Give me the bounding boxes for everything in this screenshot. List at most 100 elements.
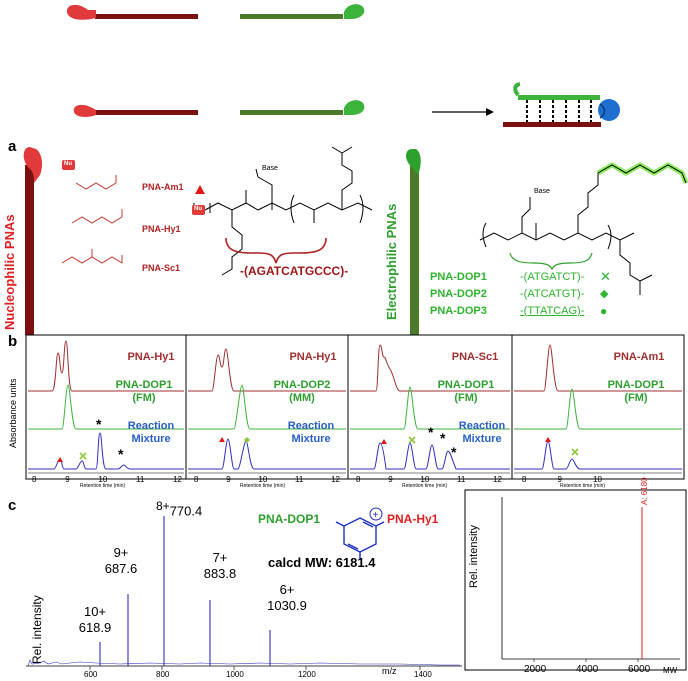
- xtick: 11: [457, 475, 466, 484]
- xtick: 12: [493, 475, 502, 484]
- box4-mid-label: PNA-DOP1(FM): [596, 379, 676, 405]
- electrophile-sequence: -(ATGATCT)-: [520, 270, 585, 283]
- box3-xaxis-caption: Retention time (min): [402, 483, 448, 489]
- nucleophilic-pna-strand-top: [66, 4, 198, 20]
- inset-xtick-4000: 4000: [576, 664, 599, 675]
- panel-c-letter: c: [8, 497, 17, 514]
- ms-xticks: 600 800 1000 1200 1400 m/z: [0, 666, 470, 680]
- xtick: 8: [356, 475, 361, 484]
- box2-xticks: 8 9 10 11 12: [194, 475, 340, 484]
- electrophile-name: PNA-DOP3: [430, 304, 487, 317]
- svg-text:*: *: [451, 444, 457, 460]
- xtick-600: 600: [84, 670, 98, 679]
- xtick-1200: 1200: [298, 670, 316, 679]
- peak-mz: 883.8: [203, 566, 237, 581]
- electrophile-name: PNA-DOP2: [430, 287, 487, 300]
- box1-mid-line1: PNA-DOP1: [115, 379, 173, 391]
- box3-bot-line2: Mixture: [462, 433, 502, 445]
- electrophile-row-dop3: PNA-DOP3 -(TTATCAG)- ●: [430, 302, 680, 319]
- xtick: 9: [226, 475, 231, 484]
- nucleophile-sc1-label: PNA-Sc1: [142, 263, 181, 273]
- peak-mz: 687.6: [104, 561, 138, 576]
- peak-9plus-label: 9+687.6: [96, 545, 146, 577]
- electrophile-list: PNA-DOP1 -(ATGATCT)- ✕ PNA-DOP2 -(ATCATG…: [430, 268, 680, 319]
- nucleophilic-pna-strand-bottom: [73, 104, 198, 117]
- nucleophile-sequence: -(AGATCATGCCC)-: [240, 264, 349, 278]
- xtick-1400: 1400: [414, 670, 432, 679]
- box4-xticks: 8 9 10: [522, 475, 602, 484]
- box1-top-label: PNA-Hy1: [127, 351, 175, 363]
- box2-top-label: PNA-Hy1: [289, 351, 337, 363]
- peak-mz: 1030.9: [267, 598, 307, 613]
- box3-mid-label: PNA-DOP1(FM): [426, 379, 506, 405]
- electrophile-row-dop1: PNA-DOP1 -(ATGATCT)- ✕: [430, 268, 680, 285]
- peak-8plus-label: 8+770.4: [156, 498, 202, 519]
- box3-mid-line2: (FM): [454, 392, 478, 404]
- box1-mid-label: PNA-DOP1(FM): [104, 379, 184, 405]
- inset-xtick-2000: 2000: [524, 664, 547, 675]
- xtick: 8: [32, 475, 37, 484]
- box2-mid-label: PNA-DOP2(MM): [262, 379, 342, 405]
- box2-mid-line2: (MM): [289, 392, 315, 404]
- backbone-base-label: Base: [262, 165, 278, 172]
- svg-text:*: *: [118, 446, 124, 462]
- panel-a-structures: [23, 146, 688, 335]
- ms-xlabel: m/z: [382, 666, 397, 676]
- box3-mid-line1: PNA-DOP1: [437, 379, 495, 391]
- box1-bot-line2: Mixture: [131, 433, 171, 445]
- electrophile-base-label: Base: [534, 188, 550, 195]
- inset-xlabel: MW: [663, 666, 678, 675]
- peak-7plus-label: 7+883.8: [190, 550, 250, 582]
- calcd-mw: calcd MW: 6181.4: [268, 555, 376, 570]
- box1-mid-line2: (FM): [132, 392, 156, 404]
- xtick: 12: [331, 475, 340, 484]
- scheme-diagram: [66, 4, 620, 127]
- electrophilic-pna-strand-top: [240, 4, 365, 19]
- electrophile-sequence: -(ATCATGT)-: [520, 287, 585, 300]
- inset-xtick-6000: 6000: [628, 664, 651, 675]
- svg-text:*: *: [428, 424, 434, 440]
- product-left-label: PNA-DOP1: [258, 512, 321, 526]
- box1-xaxis-caption: Retention time (min): [80, 483, 126, 489]
- reaction-arrow: [432, 108, 494, 116]
- peak-charge: 6+: [279, 582, 295, 597]
- xtick: 10: [258, 475, 268, 484]
- box4-top-label: PNA-Am1: [613, 351, 665, 363]
- peak-charge: 8+: [156, 499, 170, 513]
- xtick: 9: [65, 475, 70, 484]
- mass-spectrum: [26, 516, 462, 670]
- xtick: 9: [557, 475, 562, 484]
- nu-tag-backbone: Nu: [194, 206, 202, 212]
- box4-mid-line2: (FM): [624, 392, 648, 404]
- peak-charge: 10+: [83, 604, 107, 619]
- xtick: 10: [593, 475, 602, 484]
- electrophilic-pnas-title: Electrophilic PNAs: [384, 203, 399, 320]
- xtick: 10: [98, 475, 108, 484]
- nucleophile-am1-label: PNA-Am1: [142, 182, 184, 192]
- box3-xticks: 8 9 10 11 12: [356, 475, 502, 484]
- deconvolution-inset: [464, 489, 687, 671]
- box1-bot-line1: Reaction: [127, 420, 175, 432]
- svg-text:*: *: [440, 430, 446, 446]
- box4-xaxis-caption: Retention time (min): [560, 483, 606, 489]
- xtick: 11: [136, 475, 145, 484]
- product-right-label: PNA-Hy1: [387, 512, 439, 526]
- pyridazinium-structure: +: [335, 507, 385, 560]
- peak-charge: 9+: [113, 545, 129, 560]
- box4-mid-line1: PNA-DOP1: [607, 379, 665, 391]
- peak-charge: 7+: [212, 550, 228, 565]
- electrophile-sequence: -(TTATCAG)-: [520, 304, 585, 317]
- plus-sign: +: [373, 510, 379, 521]
- svg-text:*: *: [96, 416, 102, 432]
- xtick-800: 800: [156, 670, 170, 679]
- peak-mz: 770.4: [169, 503, 203, 519]
- nu-tag: Nu: [64, 161, 72, 167]
- box2-mid-line1: PNA-DOP2: [273, 379, 331, 391]
- nucleophilic-pnas-title: Nucleophilic PNAs: [2, 214, 17, 330]
- box2-bot-line1: Reaction: [287, 420, 335, 432]
- panel-b-letter: b: [8, 333, 18, 350]
- xtick: 8: [194, 475, 199, 484]
- panel-a-letter: a: [8, 138, 17, 155]
